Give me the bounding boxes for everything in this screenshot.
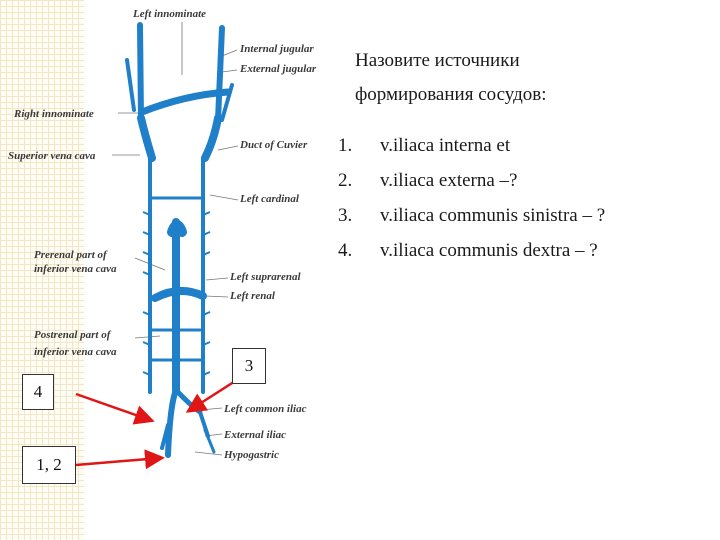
veins bbox=[125, 22, 234, 458]
label-left-renal: Left renal bbox=[229, 290, 276, 302]
question-heading-line2: формирования сосудов: bbox=[355, 84, 547, 105]
list-item: 1. v.iliaca interna et bbox=[338, 128, 605, 163]
label-duct-of-cuvier: Duct of Cuvier bbox=[239, 139, 308, 151]
question-list: 1. v.iliaca interna et 2. v.iliaca exter… bbox=[338, 128, 605, 268]
arrow-3 bbox=[185, 376, 241, 413]
arrow-1-2 bbox=[75, 449, 165, 470]
grid-decoration bbox=[0, 0, 84, 540]
list-item-text: v.iliaca externa –? bbox=[380, 169, 518, 191]
marker-1-2: 1, 2 bbox=[22, 446, 76, 484]
marker-3-text: 3 bbox=[244, 356, 254, 375]
label-postrenal-line2: inferior vena cava bbox=[34, 346, 117, 358]
label-right-innominate: Right innominate bbox=[13, 108, 94, 120]
list-item-number: 3. bbox=[338, 204, 353, 226]
label-prerenal-line1: Prerenal part of bbox=[34, 249, 108, 261]
list-item-number: 1. bbox=[338, 134, 353, 156]
branch-ticks bbox=[142, 211, 211, 376]
marker-4-text: 4 bbox=[33, 382, 43, 401]
annotation-arrows bbox=[75, 376, 241, 470]
label-prerenal-line2: inferior vena cava bbox=[34, 263, 117, 275]
label-left-common-iliac: Left common iliac bbox=[223, 403, 307, 415]
list-item: 2. v.iliaca externa –? bbox=[338, 163, 605, 198]
label-external-iliac: External iliac bbox=[223, 429, 286, 441]
marker-1-2-text: 1, 2 bbox=[36, 455, 62, 474]
list-item: 3. v.iliaca communis sinistra – ? bbox=[338, 198, 605, 233]
label-postrenal-line1: Postrenal part of bbox=[34, 329, 112, 341]
marker-4: 4 bbox=[22, 374, 54, 410]
label-left-cardinal: Left cardinal bbox=[239, 193, 300, 205]
label-hypogastric: Hypogastric bbox=[223, 449, 279, 461]
venous-system-diagram: Left innominate Internal jugular Externa… bbox=[8, 8, 317, 470]
list-item-number: 4. bbox=[338, 239, 353, 261]
question-heading: Назовите источники формирования сосудов: bbox=[355, 44, 685, 112]
label-external-jugular: External jugular bbox=[239, 63, 317, 75]
label-internal-jugular: Internal jugular bbox=[239, 43, 314, 55]
label-left-suprarenal: Left suprarenal bbox=[229, 271, 302, 283]
list-item-number: 2. bbox=[338, 169, 353, 191]
label-superior-vena-cava: Superior vena cava bbox=[8, 150, 96, 162]
list-item-text: v.iliaca interna et bbox=[380, 134, 511, 156]
list-item-text: v.iliaca communis sinistra – ? bbox=[380, 204, 606, 226]
question-heading-line1: Назовите источники bbox=[355, 50, 520, 71]
list-item-text: v.iliaca communis dextra – ? bbox=[380, 239, 598, 261]
label-left-innominate: Left innominate bbox=[132, 8, 206, 20]
marker-3: 3 bbox=[232, 348, 266, 384]
arrow-4 bbox=[75, 392, 155, 425]
list-item: 4. v.iliaca communis dextra – ? bbox=[338, 233, 605, 268]
